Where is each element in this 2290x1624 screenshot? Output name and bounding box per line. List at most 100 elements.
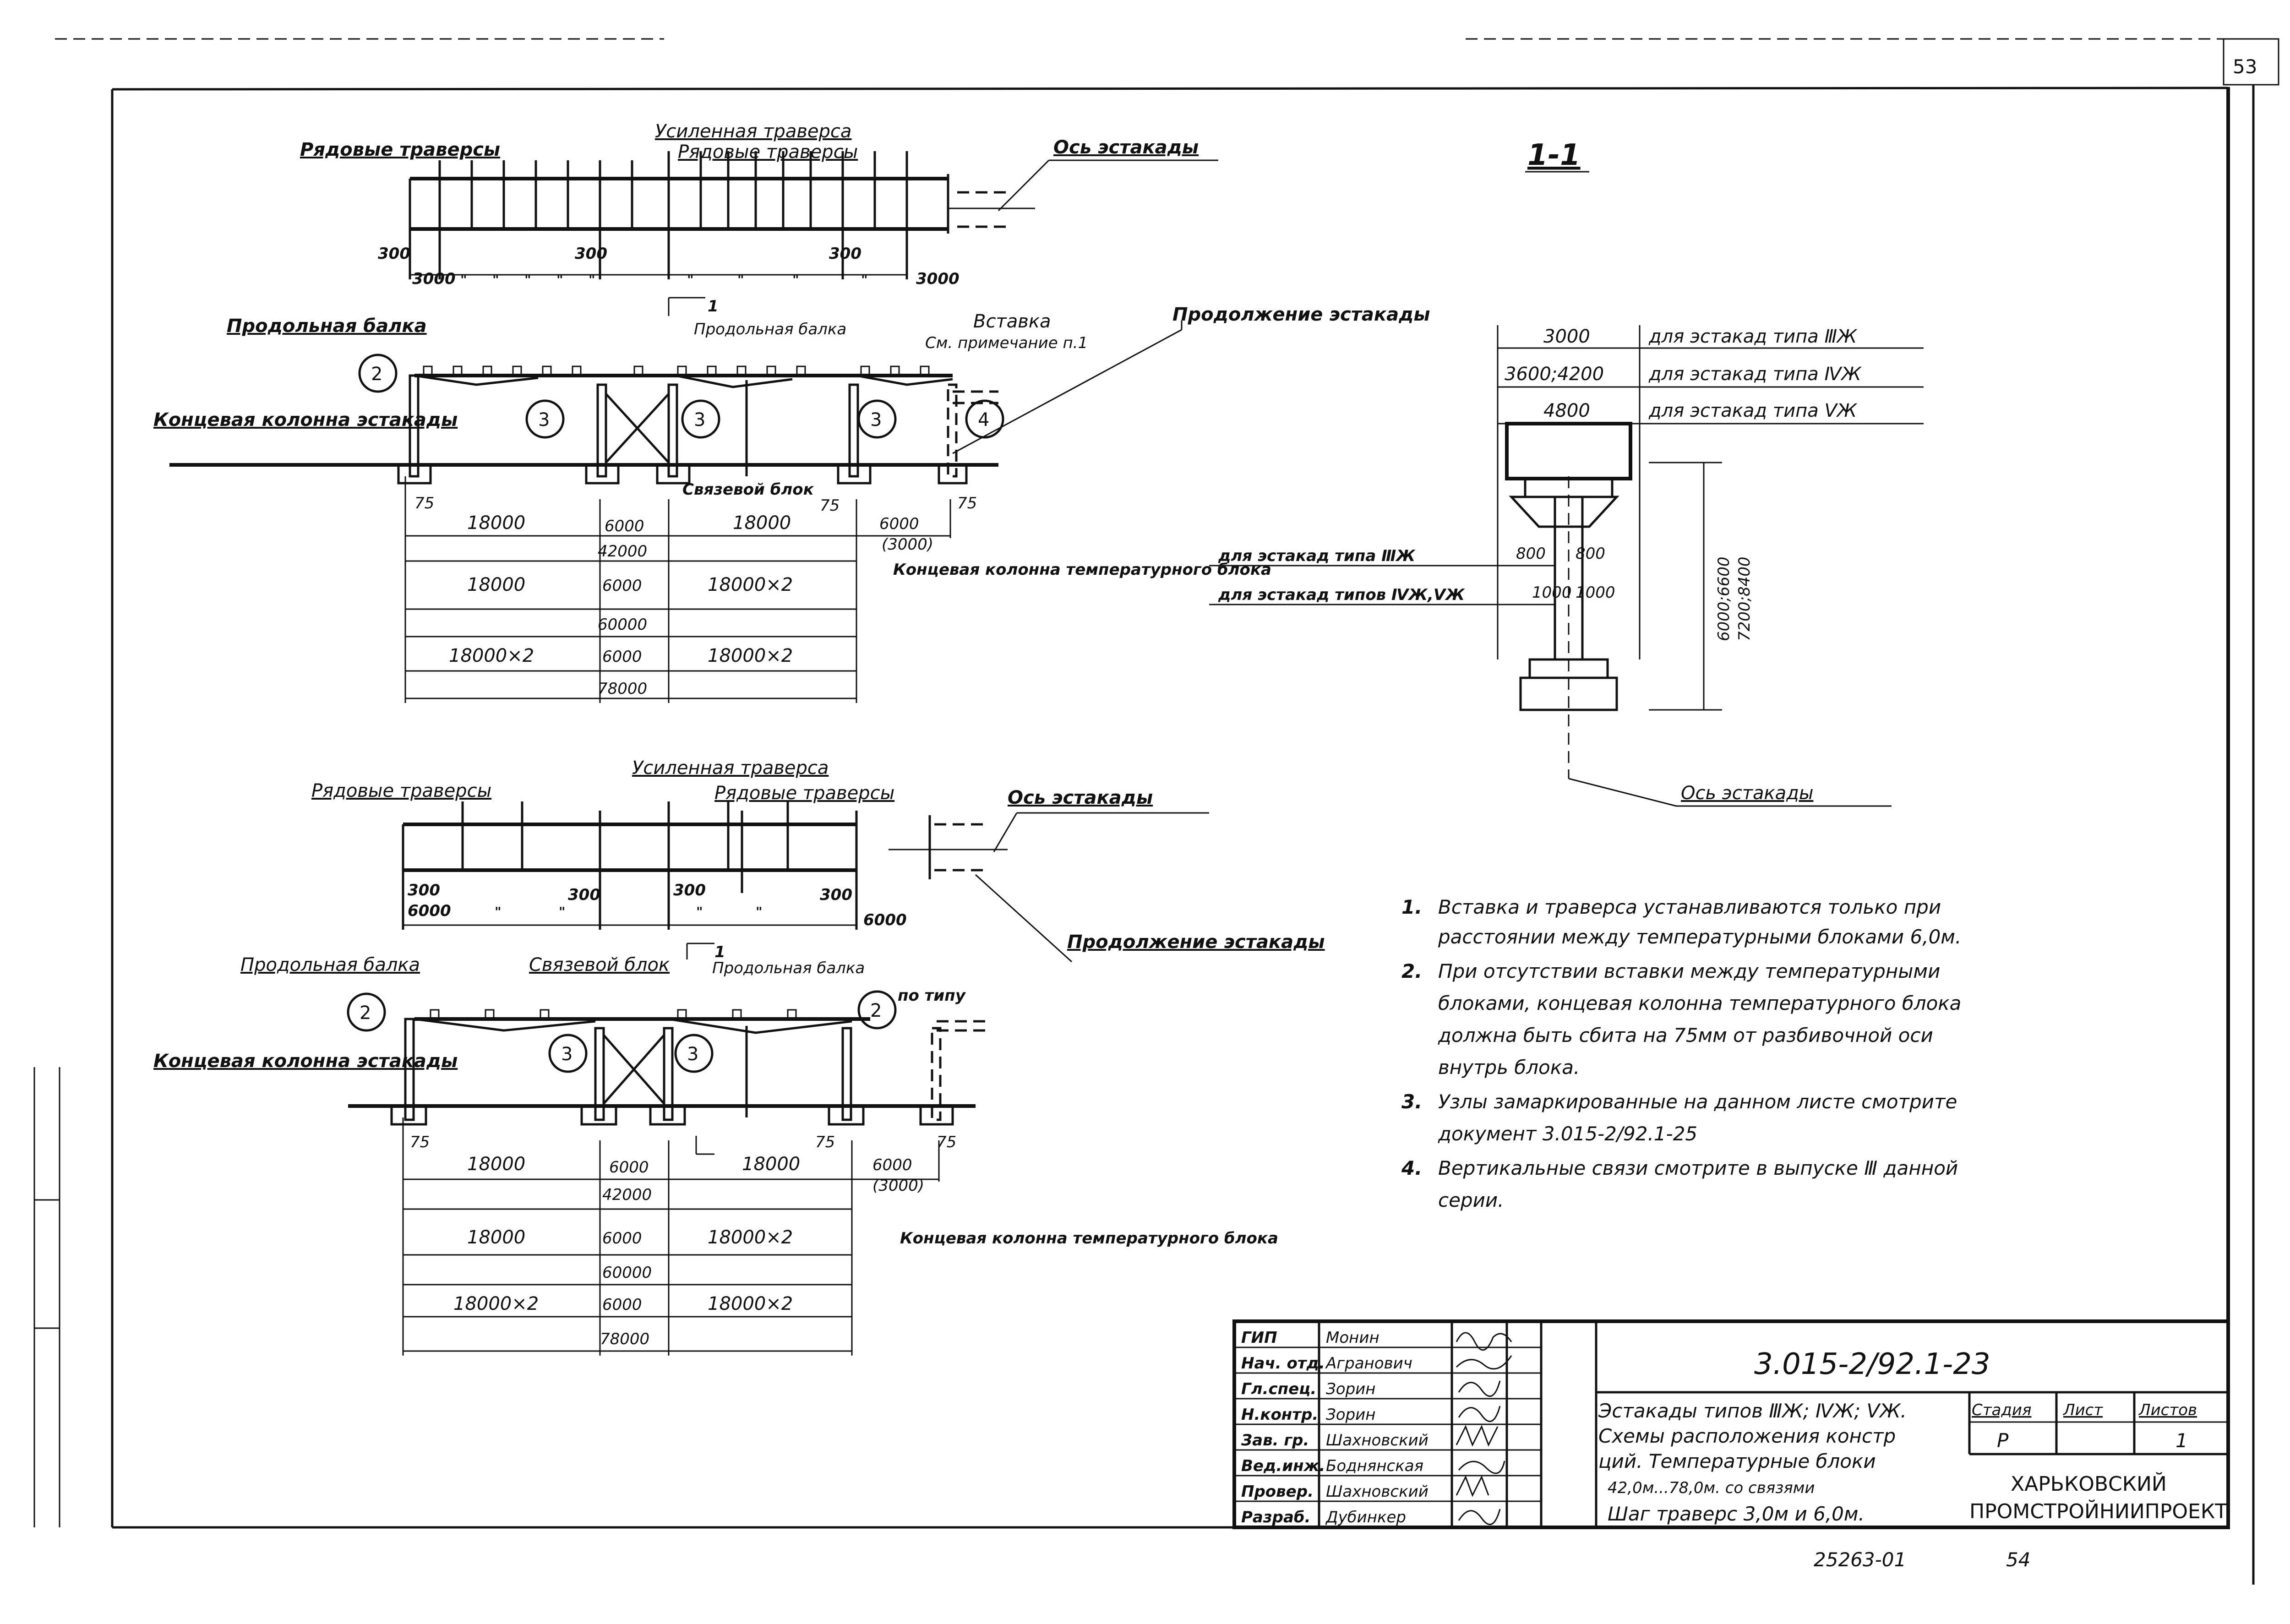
scheme1-elevation-labels: Продольная балка Продольная балка Вставк… [153, 304, 1430, 579]
person-name: Зорин [1326, 1406, 1376, 1424]
scheme1-insert-note: См. примечание п.1 [925, 334, 1088, 352]
role-label: ГИП [1241, 1329, 1277, 1347]
dim-3000: (3000) [882, 535, 933, 554]
dim-18000x2: 18000×2 [708, 574, 793, 595]
document-title-line: Схемы расположения констр [1598, 1425, 1896, 1447]
scheme2-by-type: по типу [898, 986, 966, 1005]
dim-1000: 1000 [1532, 583, 1572, 602]
dim-6000: 6000 [609, 1158, 649, 1177]
sheet-frame: 53 [33, 38, 2279, 1585]
scheme1-long-beam-mid: Продольная балка [694, 320, 846, 338]
note-line: внутрь блока. [1438, 1056, 1580, 1079]
dim-800: 800 [1516, 545, 1546, 563]
scheme1-markers: 2 3 3 3 4 [358, 354, 1004, 439]
scheme1-crossbars [438, 151, 908, 279]
scheme2-plan-dim: 300 [408, 881, 440, 899]
scheme1-row-crossbars-right: Рядовые траверсы [678, 142, 858, 163]
sheets-value: 1 [2176, 1429, 2188, 1452]
note-number: 4. [1401, 1157, 1422, 1179]
dim-18000x2: 18000×2 [708, 645, 793, 666]
dim-75: 75 [815, 1133, 835, 1151]
scheme1-continuation: Продолжение эстакады [1172, 304, 1430, 325]
scheme1-tie-block: Связевой блок [682, 480, 814, 499]
dim-3000: (3000) [872, 1177, 924, 1195]
scheme2-plan-tick: " [495, 904, 502, 919]
scheme2-plan-dim: 300 [568, 886, 600, 904]
scheme1-axis-label: Ось эстакады [1053, 137, 1199, 158]
note-line: Вертикальные связи смотрите в выпуске Ⅲ … [1438, 1157, 1958, 1179]
dim-6000: 6000 [602, 1229, 642, 1248]
dim-60000: 60000 [598, 616, 647, 634]
person-name: Дубинкер [1325, 1508, 1406, 1526]
document-title-line: Шаг траверс 3,0м и 6,0м. [1608, 1503, 1865, 1525]
scheme1-temp-block-column: Концевая колонна температурного блока [893, 561, 1271, 579]
dim-6000: 6000 [602, 1296, 642, 1314]
scheme2-tie-block: Связевой блок [529, 954, 670, 975]
scheme2-beam-studs [430, 1009, 797, 1020]
note-line: При отсутствии вставки между температурн… [1438, 960, 1940, 982]
scheme2-plan-tick: " [756, 904, 763, 919]
section-1-1: 1-1 3000 3600;4200 4800 для эстакад типа… [1209, 138, 1924, 807]
scheme1-long-beam-left: Продольная балка [227, 316, 427, 337]
role-label: Вед.инж. [1241, 1457, 1325, 1475]
scheme1-plan-tick: " [460, 272, 467, 287]
scheme2-axis-label: Ось эстакады [1008, 787, 1153, 808]
section-title: 1-1 [1527, 138, 1581, 172]
dim-18000x2: 18000×2 [708, 1227, 793, 1248]
scheme1-plan-dim: 3000 [916, 270, 960, 288]
dim-18000x2: 18000×2 [449, 645, 534, 666]
document-title-line: ций. Температурные блоки [1598, 1450, 1876, 1472]
scheme1-end-column: Концевая колонна эстакады [153, 409, 458, 431]
section-width-note: для эстакад типа ⅣЖ [1648, 364, 1862, 385]
role-label: Гл.спец. [1241, 1380, 1316, 1398]
person-name: Боднянская [1326, 1457, 1423, 1475]
document-title-line: Эстакады типов ⅢЖ; ⅣЖ; ⅤЖ. [1598, 1400, 1907, 1422]
scheme1-reinforced-crossbar: Усиленная траверса [655, 121, 851, 142]
signature-marks [1456, 1332, 1512, 1526]
dim-18000: 18000 [742, 1154, 800, 1175]
scheme2-columns [390, 1018, 954, 1126]
crossbar-type45-label: для эстакад типов ⅣЖ,ⅤЖ [1218, 586, 1465, 604]
dim-60000: 60000 [602, 1264, 652, 1282]
node-marker: 3 [687, 1044, 698, 1065]
dim-1000: 1000 [1576, 583, 1615, 602]
organization-line2: ПРОМСТРОЙНИИПРОЕКТ [1969, 1499, 2227, 1523]
note-line: Вставка и траверса устанавливаются тольк… [1438, 896, 1941, 918]
scheme1-dimensions: 75 75 75 18000 6000 18000 6000 (3000) 42… [404, 476, 977, 703]
node-marker: 3 [870, 409, 882, 431]
scheme2-plan-labels: Рядовые траверсы Усиленная траверса Рядо… [311, 758, 1153, 961]
section-width: 3000 [1543, 326, 1590, 347]
scheme2-dimensions: 75 75 75 18000 6000 18000 6000 (3000) 42… [402, 1117, 956, 1356]
title-block-main: 3.015-2/92.1-23 Эстакады типов ⅢЖ; ⅣЖ; Ⅴ… [1598, 1347, 2227, 1525]
scheme2-continuation: Продолжение эстакады [1067, 932, 1325, 953]
scheme2-cut-marker: 1 [714, 943, 725, 961]
dim-6000: 6000 [605, 517, 644, 535]
note-number: 2. [1401, 960, 1422, 982]
scheme2-plan-dim: 6000 [863, 911, 907, 929]
scheme1-plan-tick: " [792, 272, 799, 287]
sheets-header: Листов [2138, 1401, 2197, 1419]
node-marker: 3 [538, 409, 550, 431]
section-width-note: для эстакад типа ⅢЖ [1648, 326, 1858, 347]
node-marker: 2 [870, 1000, 882, 1021]
document-code: 3.015-2/92.1-23 [1754, 1347, 1990, 1381]
scheme1-insert-title: Вставка [973, 311, 1051, 332]
dim-800: 800 [1576, 545, 1605, 563]
section-width-note: для эстакад типа ⅤЖ [1648, 400, 1858, 421]
dim-75: 75 [414, 494, 434, 512]
dim-78000: 78000 [598, 680, 647, 698]
dim-18000x2: 18000×2 [708, 1293, 793, 1314]
dim-6000: 6000 [879, 515, 919, 533]
title-block [1232, 1319, 2230, 1529]
scheme1-columns [397, 374, 968, 485]
inventory-number: 25263-01 [1814, 1548, 1906, 1571]
role-label: Провер. [1241, 1482, 1314, 1501]
section-axis-label: Ось эстакады [1681, 783, 1813, 804]
scheme1-cut-marker: 1 [708, 297, 719, 316]
scheme1-plan-tick: " [589, 272, 595, 287]
scheme2-plan-dim: 6000 [408, 902, 451, 920]
scheme1-plan-tick: " [524, 272, 531, 287]
scheme2-long-beam-left: Продольная балка [240, 954, 420, 975]
dim-18000: 18000 [467, 1154, 525, 1175]
dim-18000: 18000 [467, 574, 525, 595]
